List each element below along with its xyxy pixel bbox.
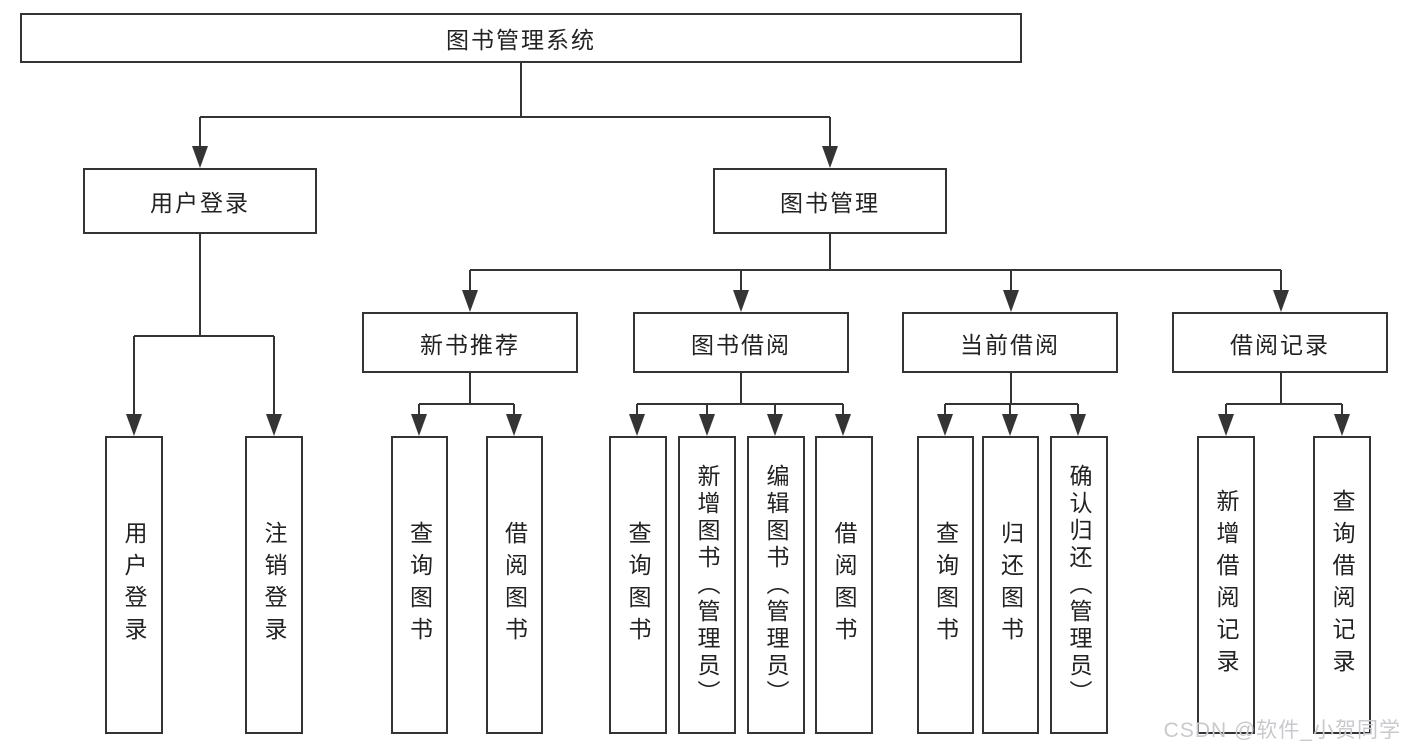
leaf-borrow-edit-books-admin: 编辑图书（管理员） <box>747 436 805 734</box>
node-current-borrowing: 当前借阅 <box>902 312 1118 373</box>
connector-root-to-level2 <box>192 63 838 168</box>
leaf-records-query-record: 查询借阅记录 <box>1313 436 1371 734</box>
leaf-newbook-query-books: 查询图书 <box>391 436 448 734</box>
leaf-borrow-edit-books-admin-label: 编辑图书（管理员） <box>763 463 789 707</box>
leaf-borrow-add-books-admin-label: 新增图书（管理员） <box>694 463 720 707</box>
node-user-login-label: 用户登录 <box>150 190 250 216</box>
leaf-user-login-label: 用户登录 <box>121 521 147 649</box>
connector-book-borrow-to-leaves <box>629 373 851 436</box>
leaf-current-query-books: 查询图书 <box>917 436 974 734</box>
node-root-label: 图书管理系统 <box>446 27 596 53</box>
leaf-borrow-borrow-books-label: 借阅图书 <box>831 521 857 649</box>
leaf-records-add-record-label: 新增借阅记录 <box>1213 489 1239 681</box>
node-new-book-recommend-label: 新书推荐 <box>420 331 520 358</box>
connector-user-login-to-leaves <box>126 234 282 436</box>
leaf-newbook-query-books-label: 查询图书 <box>406 521 433 649</box>
node-current-borrowing-label: 当前借阅 <box>960 331 1060 358</box>
leaf-logout-label: 注销登录 <box>261 521 287 649</box>
leaf-current-return-books: 归还图书 <box>982 436 1039 734</box>
leaf-records-query-record-label: 查询借阅记录 <box>1329 489 1355 681</box>
leaf-current-confirm-return-admin-label: 确认归还（管理员） <box>1066 463 1092 707</box>
leaf-borrow-borrow-books: 借阅图书 <box>815 436 873 734</box>
leaf-newbook-borrow-books-label: 借阅图书 <box>501 521 528 649</box>
leaf-logout: 注销登录 <box>245 436 303 734</box>
node-borrowing-records: 借阅记录 <box>1172 312 1388 373</box>
leaf-current-return-books-label: 归还图书 <box>997 521 1024 649</box>
node-root: 图书管理系统 <box>20 13 1022 63</box>
connector-new-book-to-leaves <box>411 373 522 436</box>
connector-book-management-to-level3 <box>462 234 1289 312</box>
node-book-management-label: 图书管理 <box>780 190 880 216</box>
connector-current-borrow-to-leaves <box>937 373 1086 436</box>
leaf-current-confirm-return-admin: 确认归还（管理员） <box>1050 436 1108 734</box>
leaf-borrow-query-books: 查询图书 <box>609 436 667 734</box>
node-book-borrowing-label: 图书借阅 <box>691 331 791 358</box>
csdn-watermark: CSDN @软件_小贺同学 <box>1163 719 1401 742</box>
node-book-management: 图书管理 <box>713 168 947 234</box>
leaf-current-query-books-label: 查询图书 <box>932 521 959 649</box>
leaf-user-login: 用户登录 <box>105 436 163 734</box>
leaf-borrow-add-books-admin: 新增图书（管理员） <box>678 436 736 734</box>
node-borrowing-records-label: 借阅记录 <box>1230 331 1330 358</box>
node-new-book-recommend: 新书推荐 <box>362 312 578 373</box>
leaf-borrow-query-books-label: 查询图书 <box>625 521 651 649</box>
leaf-records-add-record: 新增借阅记录 <box>1197 436 1255 734</box>
connector-borrow-records-to-leaves <box>1218 373 1350 436</box>
node-book-borrowing: 图书借阅 <box>633 312 849 373</box>
leaf-newbook-borrow-books: 借阅图书 <box>486 436 543 734</box>
node-user-login: 用户登录 <box>83 168 317 234</box>
